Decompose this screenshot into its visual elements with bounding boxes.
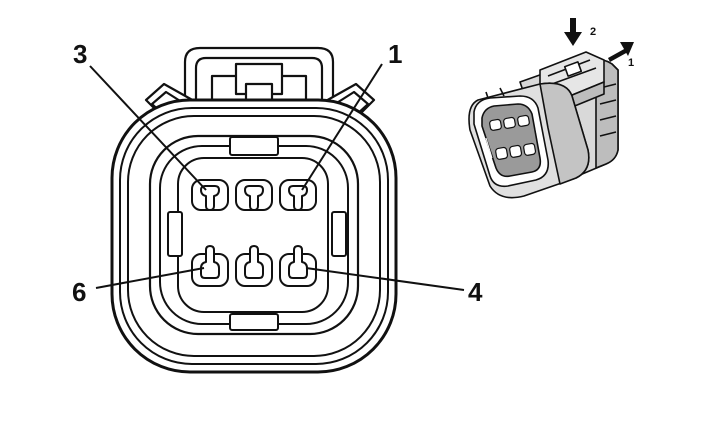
arrow-label-1: 1 [628, 57, 634, 69]
perspective-cavities [489, 114, 537, 160]
leader-line-4 [305, 267, 465, 291]
connector-front-view [110, 46, 398, 374]
callout-leader-lines [89, 63, 465, 291]
callout-3: 3 [73, 39, 87, 69]
pin-callouts: 3 1 6 4 [72, 39, 483, 307]
direction-arrows [564, 18, 634, 62]
terminal-cavities-bottom-row [191, 245, 317, 287]
direction-arrow-labels: 2 1 [590, 26, 634, 69]
callout-6: 6 [72, 277, 86, 307]
arrow-label-2: 2 [590, 26, 596, 38]
arrow-down-icon [564, 18, 582, 46]
leader-line-1 [301, 63, 383, 191]
callout-1: 1 [388, 39, 402, 69]
terminal-cavity-2 [235, 179, 273, 211]
arrow-up-right-icon [608, 42, 634, 62]
terminal-cavity-3 [191, 179, 229, 211]
terminal-cavity-1 [279, 179, 317, 211]
callout-4: 4 [468, 277, 483, 307]
connector-perspective-view [468, 51, 619, 199]
connector-face [167, 136, 347, 331]
terminal-cavity-6 [191, 245, 229, 287]
leader-line-6 [95, 267, 205, 289]
terminal-cavity-5 [235, 245, 273, 287]
leader-line-3 [89, 65, 207, 191]
terminal-cavities-top-row [191, 179, 317, 211]
